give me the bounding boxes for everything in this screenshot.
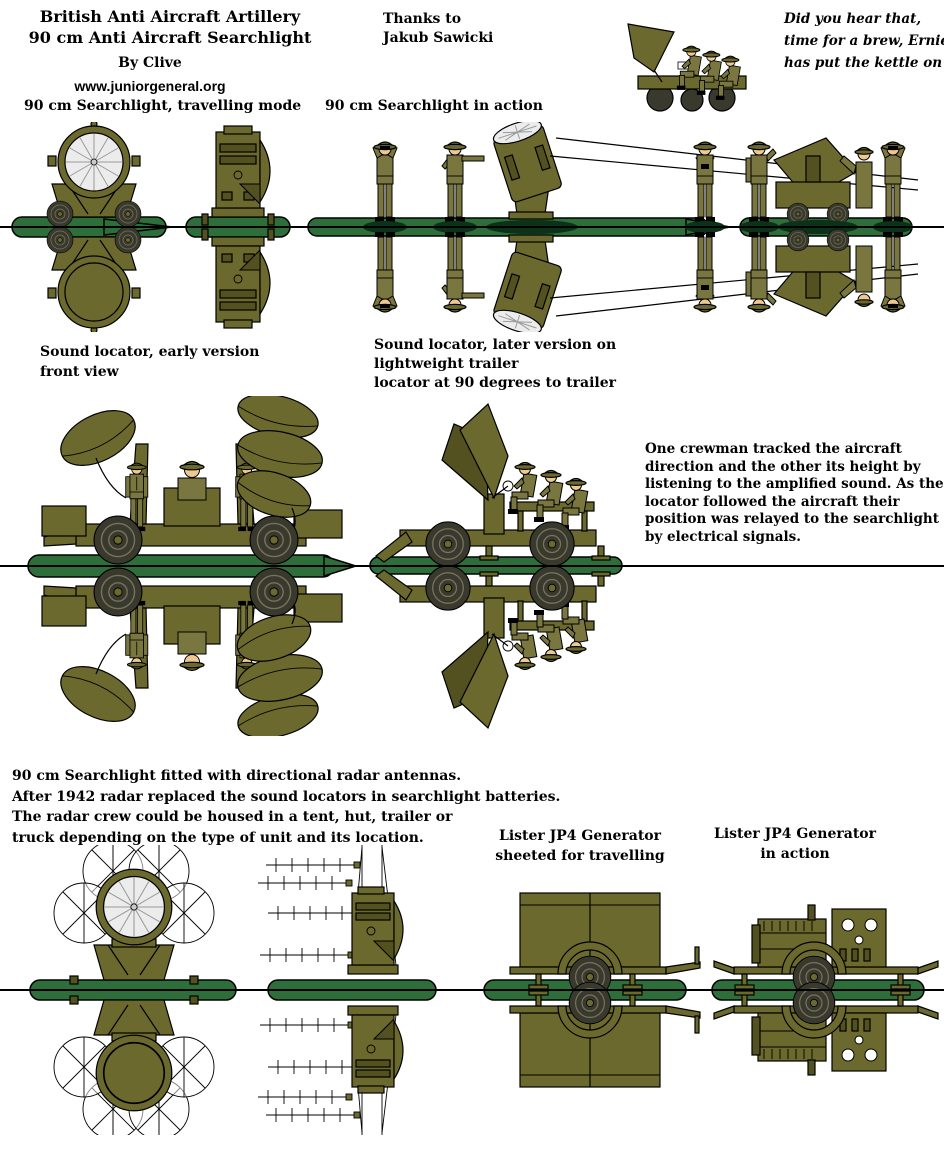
- exhaust: [807, 904, 816, 921]
- crew-vignette-illustration: [627, 23, 747, 112]
- caption-travelling-mode: 90 cm Searchlight, travelling mode: [24, 98, 302, 114]
- gauge: [854, 935, 864, 945]
- caption-sound-later: Sound locator, later version on lightwei…: [374, 336, 616, 393]
- thanks-note: Thanks to Jakub Sawicki: [383, 10, 493, 48]
- title-line-2: 90 cm Anti Aircraft Searchlight: [28, 28, 312, 47]
- gauge: [864, 918, 878, 932]
- sound-locator-early-illustration: [26, 396, 358, 736]
- caption-sound-early: Sound locator, early version front view: [40, 342, 259, 382]
- searchlight-action-illustration: [306, 122, 940, 332]
- caption-in-action: 90 cm Searchlight in action: [325, 98, 543, 114]
- note-line: direction and the other its height by: [645, 458, 921, 475]
- radar-note: 90 cm Searchlight fitted with directiona…: [12, 766, 560, 848]
- caption-line: Lister JP4 Generator: [498, 828, 661, 844]
- horn-bowl-left: [60, 410, 136, 466]
- caption-line: locator at 90 degrees to trailer: [374, 375, 617, 391]
- locator-cone-upper: [459, 402, 509, 500]
- searchlight-front-illustration: [8, 122, 180, 332]
- fender: [557, 941, 623, 975]
- horn-bowl: [236, 470, 312, 518]
- control-unit: [773, 137, 874, 226]
- thanks-line-2: Jakub Sawicki: [383, 30, 494, 46]
- speech-bubble-text: Did you hear that, time for a brew, Erni…: [784, 8, 944, 74]
- speech-line-2: time for a brew, Ernie: [784, 33, 944, 49]
- note-line: After 1942 radar replaced the sound loca…: [12, 788, 561, 805]
- searchlight-drum: [492, 122, 562, 203]
- note-line: locator followed the aircraft their: [645, 493, 900, 510]
- radar-searchlight-side-illustration: [256, 845, 448, 1135]
- crewman-note: One crewman tracked the aircraft directi…: [645, 441, 944, 547]
- fold-line-row3: [0, 989, 944, 991]
- speech-line-3: has put the kettle on: [784, 55, 943, 71]
- generator-sheeted-illustration: [482, 892, 712, 1103]
- note-line: listening to the amplified sound. As the: [645, 476, 944, 493]
- horn-bowl: [237, 396, 319, 439]
- sound-locator-later-illustration: [366, 402, 630, 734]
- byline: By Clive: [118, 55, 182, 71]
- caption-line: Lister JP4 Generator: [713, 826, 876, 842]
- note-line: 90 cm Searchlight fitted with directiona…: [12, 768, 462, 784]
- caption-gen-sheeted: Lister JP4 Generator sheeted for travell…: [490, 826, 670, 866]
- caption-line: Sound locator, early version: [40, 344, 260, 360]
- sound-horn: [627, 23, 675, 73]
- caption-gen-action: Lister JP4 Generator in action: [705, 824, 885, 864]
- note-line: The radar crew could be housed in a tent…: [12, 809, 453, 825]
- radar-searchlight-front-illustration: [28, 845, 240, 1135]
- horn-cable: [95, 457, 127, 499]
- caption-line: sheeted for travelling: [495, 848, 665, 864]
- caption-line: Sound locator, later version on: [374, 337, 617, 353]
- caption-line: in action: [760, 846, 830, 862]
- title-line-1: British Anti Aircraft Artillery: [39, 7, 301, 26]
- searchlight-side-illustration: [184, 125, 292, 329]
- note-line: truck depending on the type of unit and …: [12, 829, 424, 846]
- note-line: One crewman tracked the aircraft: [645, 441, 902, 457]
- tow-hitch: [665, 961, 701, 975]
- lamp-back: [103, 1042, 165, 1104]
- thanks-line-1: Thanks to: [383, 11, 462, 27]
- note-line: position was relayed to the searchlight: [645, 511, 939, 528]
- fender: [781, 941, 847, 975]
- note-line: by electrical signals.: [645, 528, 801, 545]
- website-url: www.juniorgeneral.org: [74, 78, 226, 94]
- page-title: British Anti Aircraft Artillery 90 cm An…: [20, 6, 320, 48]
- caption-line: front view: [40, 364, 119, 380]
- speech-line-1: Did you hear that,: [784, 11, 922, 27]
- caption-line: lightweight trailer: [374, 356, 519, 372]
- gauge: [841, 918, 855, 932]
- lamp-back: [64, 262, 124, 322]
- generator-action-illustration: [710, 904, 944, 1103]
